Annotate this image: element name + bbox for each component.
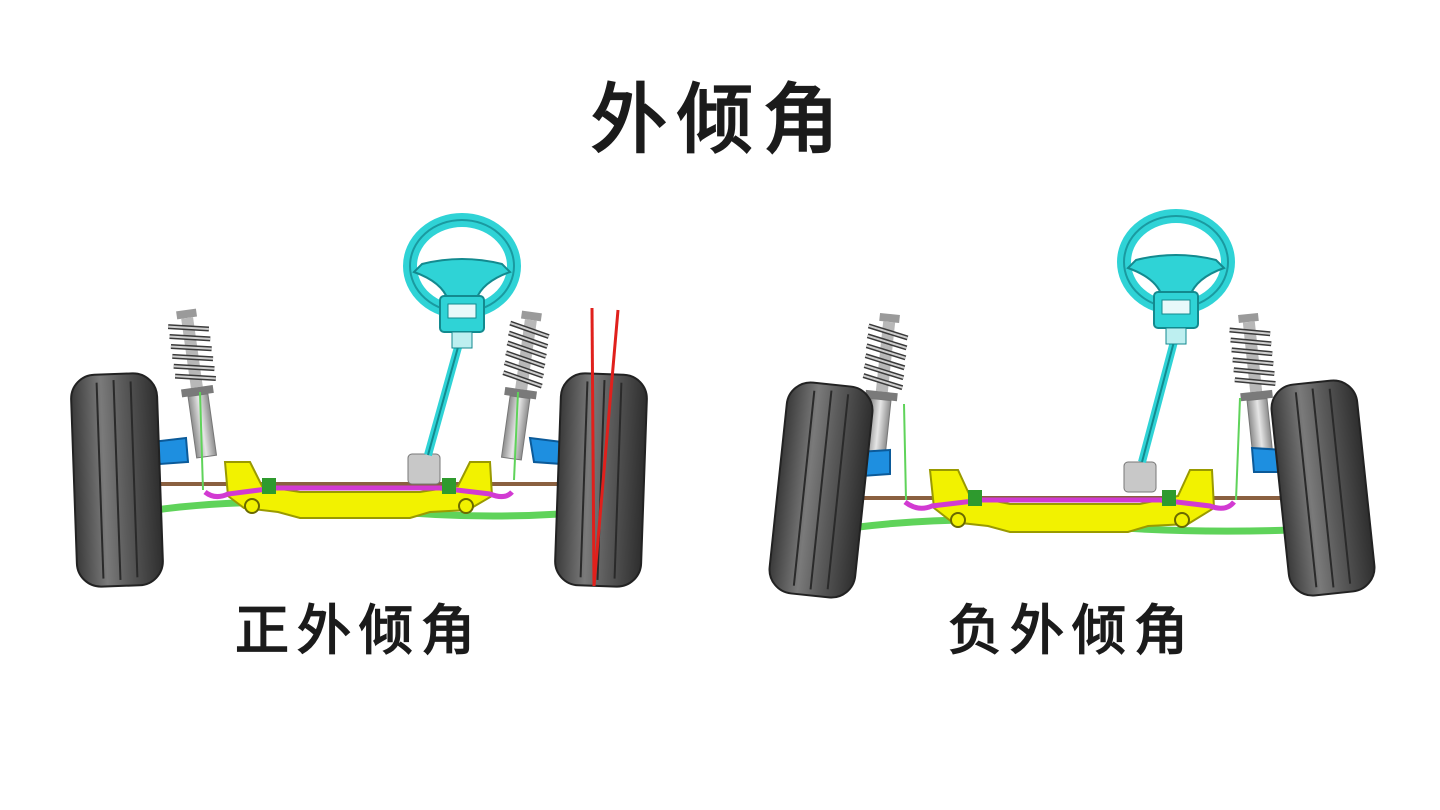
right-knuckle [528, 436, 563, 466]
negative-camber-caption: 负外倾角 [948, 598, 1196, 662]
left-tire [766, 379, 876, 601]
vertical-reference-line [590, 307, 596, 587]
steering-wheel [410, 220, 514, 348]
right-tire [1268, 377, 1378, 599]
camber-angle-line [592, 309, 620, 587]
stabilizer-bar [203, 485, 514, 500]
right-tire [553, 371, 649, 589]
stabilizer-bar [903, 497, 1236, 511]
left-tire [69, 371, 165, 589]
left-strut [166, 307, 226, 459]
negative-camber-diagram [766, 216, 1378, 601]
page-title: 外倾角 [591, 75, 849, 164]
positive-camber-caption: 正外倾角 [235, 598, 483, 662]
steering-wheel [1124, 216, 1228, 344]
right-strut [492, 309, 552, 461]
positive-camber-diagram [69, 220, 649, 589]
